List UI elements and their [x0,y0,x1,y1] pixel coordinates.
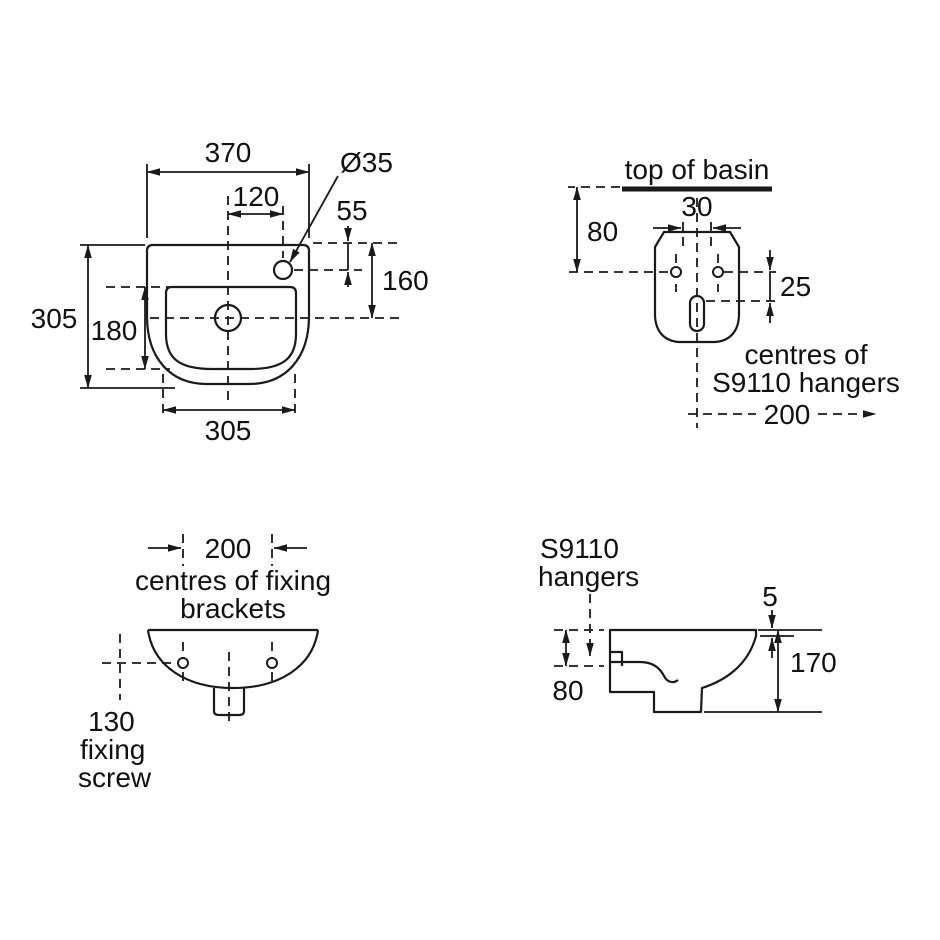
dim-label-80-rear: 80 [587,216,618,247]
front-view: 200 centres of fixing brackets 130 fixin… [78,533,331,793]
rear-hanger-hole-left [670,266,682,278]
dim-label-305-left: 305 [31,303,78,334]
dim-label-200-rear: 200 [764,399,811,430]
front-trap-outline [212,688,246,717]
plan-bowl-outline [164,285,298,371]
dim-label-370: 370 [205,137,252,168]
side-view: S9110 hangers 5 170 80 [538,533,837,714]
rear-hanger-hole-right [712,266,724,278]
plan-centerlines [150,196,404,404]
brackets-note-line2: brackets [180,593,286,624]
dim-label-25: 25 [780,271,811,302]
dim-label-130: 130 [88,706,135,737]
top-of-basin-label: top of basin [625,154,770,185]
dim-label-55: 55 [336,195,367,226]
side-hanger-detail [610,650,624,666]
rear-view: top of basin 30 80 25 centres of S9110 h… [568,154,900,430]
fixing-screw-note-line2: screw [78,762,152,793]
dim-label-120: 120 [233,181,280,212]
side-basin-profile [608,628,758,714]
dim-label-200-front: 200 [205,533,252,564]
brackets-note-line1: centres of fixing [135,565,331,596]
rear-fixing-slot [688,294,706,333]
taphole-leader-line [289,175,339,263]
plan-extension-lines-solid [80,164,310,389]
plan-extension-lines-dashed [106,206,400,418]
hangers-note-line1: centres of [745,339,868,370]
rear-basin-outline [653,230,741,344]
dim-label-160: 160 [382,265,429,296]
hangers-note-line2: S9110 hangers [712,367,900,398]
dim-label-80-side: 80 [552,675,583,706]
dim-label-180: 180 [91,315,138,346]
dim-label-170: 170 [790,647,837,678]
side-hangers-label-line1: S9110 [540,533,619,564]
rear-ext-lines-25 [706,271,776,302]
dim-label-5: 5 [762,581,778,612]
side-bowl-inner-line [610,660,679,684]
rear-ext-lines-30 [682,222,712,250]
side-ext-lines-80 [554,629,604,667]
plan-basin-outline [145,243,311,386]
dim-label-305-bottom: 305 [205,415,252,446]
front-bowl-curve [146,629,320,690]
side-hangers-label-line2: hangers [538,561,639,592]
plan-taphole [272,259,294,281]
dim-label-taphole-diameter: Ø35 [340,147,393,178]
front-bracket-hole-left [177,657,189,669]
fixing-screw-note-line1: fixing [80,734,145,765]
dim-label-30: 30 [681,191,712,222]
front-bracket-hole-right [266,657,278,669]
rear-ext-lines-80 [568,186,668,273]
plan-view: 370 120 Ø35 55 160 305 180 305 [31,137,429,446]
